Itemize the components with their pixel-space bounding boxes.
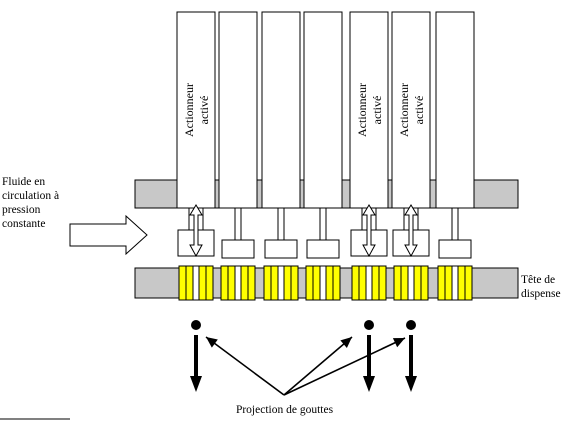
arrow-down-icon [190, 376, 202, 392]
actuator-1: Actionneuractivé [176, 11, 216, 258]
actuator-stem [451, 207, 459, 241]
double-arrow-icon [189, 204, 203, 258]
nozzle-opening [234, 265, 242, 301]
actuator-label: Actionneuractivé [397, 83, 426, 137]
arrow-down-icon [363, 376, 375, 392]
arrow-down-icon [405, 376, 417, 392]
actuator-stem [234, 207, 242, 241]
nozzle-opening [407, 265, 415, 301]
double-arrow-icon [404, 204, 418, 258]
pointer-line-1 [205, 336, 285, 396]
actuator-label: Actionneuractivé [355, 83, 384, 137]
actuator-stem [277, 207, 285, 241]
actuator-4 [303, 11, 343, 259]
actuator-5: Actionneuractivé [349, 11, 389, 258]
droplet-icon [364, 320, 374, 330]
arrow-right-icon [69, 214, 148, 256]
nozzle-row [178, 265, 473, 301]
double-arrow-icon [362, 204, 376, 258]
actuator-body [435, 11, 475, 209]
nozzle-3 [263, 265, 299, 301]
droplet-icon [191, 320, 201, 330]
actuator-3 [261, 11, 301, 259]
droplet-6 [405, 320, 417, 392]
inflow-arrow [0, 214, 148, 420]
actuator-6: Actionneuractivé [391, 11, 431, 258]
actuator-body [261, 11, 301, 209]
droplets [190, 320, 417, 392]
droplet-5 [363, 320, 375, 392]
nozzle-7 [437, 265, 473, 301]
nozzle-opening [192, 265, 200, 301]
nozzle-opening [365, 265, 373, 301]
actuator-chamber [306, 239, 340, 259]
nozzle-opening [319, 265, 327, 301]
dispense-head-label: Tête de dispense [521, 274, 561, 300]
actuator-chamber [438, 239, 472, 259]
arrowhead-icon [340, 337, 352, 348]
pointer-line-3 [283, 337, 406, 396]
pointer-line-2 [283, 336, 353, 396]
actuator-label-line2: activé [412, 96, 426, 125]
actuator-label: Actionneuractivé [182, 83, 211, 137]
arrowhead-icon [392, 338, 405, 348]
projection-label: Projection de gouttes [235, 404, 334, 416]
actuator-7 [435, 11, 475, 259]
actuator-label-line1: Actionneur [355, 83, 369, 137]
nozzle-2 [220, 265, 256, 301]
arrowhead-icon [206, 337, 218, 348]
actuator-chamber [264, 239, 298, 259]
actuator-body [176, 11, 216, 209]
droplet-icon [406, 320, 416, 330]
actuator-label-line1: Actionneur [397, 83, 411, 137]
actuator-label-line1: Actionneur [182, 83, 196, 137]
nozzle-opening [277, 265, 285, 301]
nozzle-1 [178, 265, 214, 301]
actuator-2 [218, 11, 258, 259]
actuator-body [218, 11, 258, 209]
fluid-label: Fluide en circulation à pression constan… [2, 176, 60, 230]
nozzle-4 [305, 265, 341, 301]
actuator-chamber [221, 239, 255, 259]
nozzle-6 [393, 265, 429, 301]
actuator-body [303, 11, 343, 209]
actuator-label-line2: activé [370, 96, 384, 125]
pointer-arrows [205, 336, 406, 396]
actuator-label-line2: activé [197, 96, 211, 125]
droplet-1 [190, 320, 202, 392]
nozzle-5 [351, 265, 387, 301]
actuator-stem [319, 207, 327, 241]
nozzle-opening [451, 265, 459, 301]
